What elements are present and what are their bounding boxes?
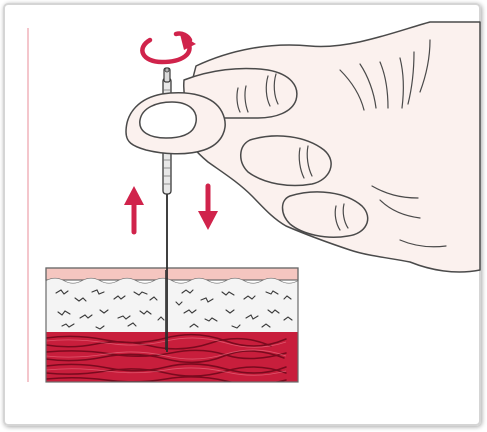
thumbnail bbox=[140, 102, 196, 138]
tissue-cross-section bbox=[46, 268, 298, 384]
fat-layer bbox=[46, 279, 298, 333]
skin-layer bbox=[46, 268, 298, 280]
